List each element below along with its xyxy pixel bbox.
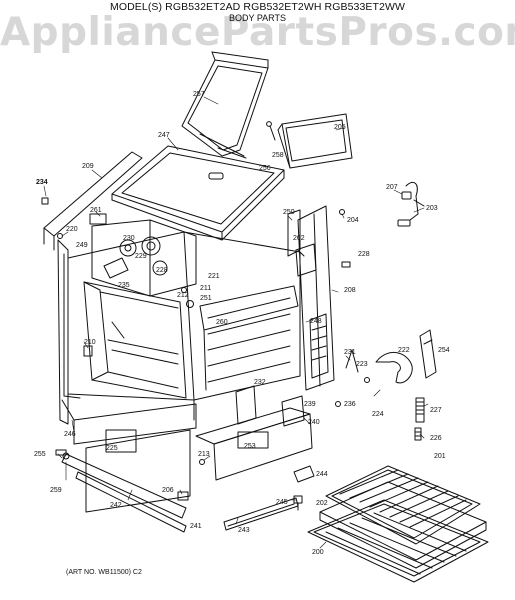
model-list: MODEL(S) RGB532ET2AD RGB532ET2WH RGB533E… — [110, 1, 405, 13]
part-label: 232 — [254, 379, 266, 386]
screw-234-part — [41, 197, 49, 205]
part-label: 211 — [200, 285, 211, 292]
part-label: 262 — [293, 235, 305, 242]
bracket-261-part — [89, 213, 107, 225]
part-label: 212 — [177, 292, 189, 299]
part-label: 261 — [90, 207, 102, 214]
part-label: 254 — [438, 347, 450, 354]
part-label: 243 — [238, 527, 250, 534]
part-label: 222 — [398, 347, 410, 354]
cooktop-part — [111, 145, 285, 241]
part-label: 206 — [162, 487, 174, 494]
part-label: 223 — [356, 361, 368, 368]
top-panel-part — [181, 51, 269, 159]
part-label: 208 — [344, 287, 356, 294]
part-label: 234 — [36, 179, 48, 186]
part-label: 204 — [347, 217, 359, 224]
part-label: 253 — [244, 443, 256, 450]
part-label: 221 — [208, 273, 220, 280]
part-label: 228 — [156, 267, 168, 274]
drawer-frame-part — [73, 403, 197, 513]
clip-251-part — [186, 300, 194, 308]
part-label: 245 — [276, 499, 288, 506]
part-label: 247 — [158, 132, 170, 139]
rack-supports-part — [199, 285, 299, 391]
oven-rack-part — [307, 499, 489, 583]
screw-213-part — [199, 459, 205, 465]
diagram-subtitle: BODY PARTS — [228, 13, 287, 23]
broiler-pan-part — [319, 481, 487, 569]
part-label: 202 — [316, 500, 328, 507]
screw-236-part — [335, 401, 341, 407]
power-cord-part — [397, 181, 425, 227]
part-label: 241 — [190, 523, 202, 530]
vent-bracket-part — [287, 209, 317, 277]
part-label: 260 — [216, 319, 228, 326]
part-label: 220 — [66, 226, 78, 233]
part-label: 207 — [386, 184, 398, 191]
side-panel-part — [43, 151, 143, 251]
part-label: 258 — [272, 152, 284, 159]
part-label: 251 — [200, 295, 212, 302]
screw-part — [266, 121, 276, 141]
door-spring-part — [414, 397, 425, 441]
part-label: 236 — [344, 401, 356, 408]
part-label: 203 — [426, 205, 438, 212]
backguard-trim-part — [277, 113, 353, 169]
hinge-bracket-part — [345, 329, 437, 384]
burner-bracket-part — [235, 385, 257, 425]
part-label: 210 — [84, 339, 96, 346]
part-label: 226 — [430, 435, 442, 442]
part-label: 257 — [193, 91, 205, 98]
part-label: 250 — [283, 209, 295, 216]
part-label: 200 — [312, 549, 324, 556]
part-label: 239 — [304, 401, 316, 408]
part-label: 235 — [118, 282, 130, 289]
part-label: 213 — [198, 451, 210, 458]
leveling-leg-part — [293, 465, 315, 511]
range-body-frame-part — [63, 231, 305, 421]
part-label: 248 — [310, 318, 322, 325]
part-label: 240 — [308, 419, 320, 426]
burner-box-part — [91, 219, 197, 297]
part-label: 201 — [434, 453, 446, 460]
part-label: 244 — [316, 471, 328, 478]
part-label: 209 — [82, 163, 94, 170]
part-label: 246 — [64, 431, 76, 438]
clip-228-part — [341, 261, 351, 268]
part-label: 228 — [358, 251, 370, 258]
bracket-206-part — [177, 491, 189, 501]
right-side-panel-part — [297, 205, 335, 391]
part-label: 255 — [34, 451, 46, 458]
part-label: 227 — [430, 407, 442, 414]
leader-lines — [43, 96, 429, 549]
part-label: 249 — [76, 242, 88, 249]
art-number: (ART NO. WB11500) C2 — [66, 569, 142, 576]
clip-211-part — [181, 287, 187, 293]
part-label: 225 — [106, 445, 118, 452]
part-label: 229 — [135, 253, 147, 260]
bracket-255-part — [55, 449, 67, 456]
part-label: 230 — [123, 235, 135, 242]
kick-panel-part — [195, 395, 313, 481]
part-label: 242 — [110, 502, 122, 509]
part-labels: 257 205 247 258 256 209 234 207 203 261 … — [34, 91, 450, 556]
bracket-210-part — [83, 345, 93, 357]
part-label: 259 — [50, 487, 62, 494]
part-label: 231 — [344, 349, 356, 356]
part-label: 256 — [259, 165, 271, 172]
part-label: 224 — [372, 411, 384, 418]
part-label: 205 — [334, 124, 346, 131]
oven-cavity-part — [83, 281, 187, 399]
